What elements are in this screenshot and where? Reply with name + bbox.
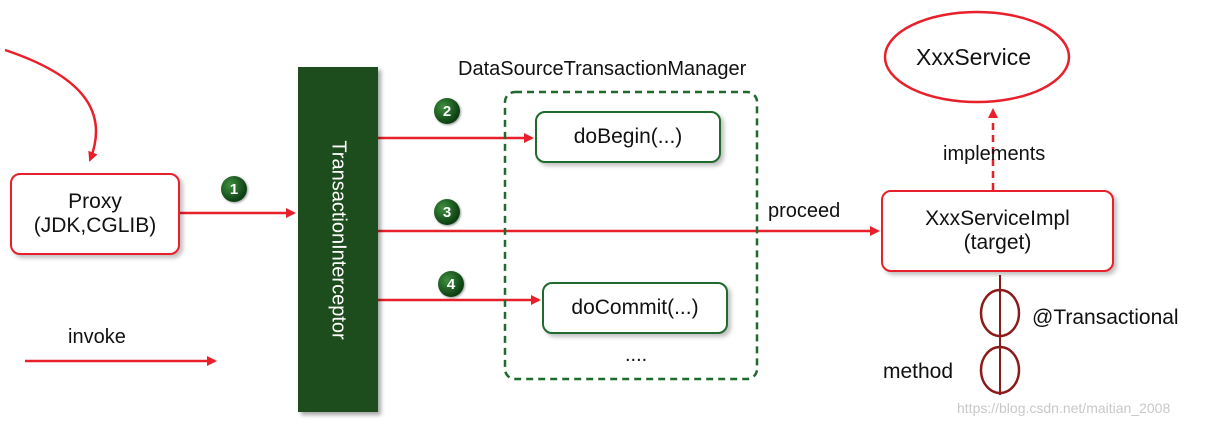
step-2-badge: 2: [434, 98, 460, 124]
service-impl-label: XxxServiceImpl: [925, 207, 1070, 230]
step-1-badge: 1: [221, 176, 247, 202]
transactional-label: @Transactional: [1032, 306, 1179, 329]
proxy-types-label: (JDK,CGLIB): [33, 214, 157, 237]
step-4-badge: 4: [438, 271, 464, 297]
transactional-joinpoint-icon: [979, 288, 1021, 338]
dobegin-label: doBegin(...): [573, 125, 683, 148]
target-label: (target): [963, 231, 1032, 254]
dobegin-box: doBegin(...): [535, 111, 721, 163]
step-3-badge: 3: [434, 199, 460, 225]
incoming-call-arrow: [4, 48, 98, 162]
watermark-text: https://blog.csdn.net/maitian_2008: [957, 400, 1171, 416]
service-impl-box: XxxServiceImpl (target): [881, 190, 1114, 272]
service-interface-label: XxxService: [916, 44, 1032, 70]
implements-label: implements: [943, 143, 1046, 165]
docommit-label: doCommit(...): [571, 296, 699, 319]
manager-title: DataSourceTransactionManager: [458, 58, 747, 80]
docommit-box: doCommit(...): [542, 282, 728, 334]
method-label: method: [883, 360, 954, 383]
more-methods-ellipsis: ....: [625, 344, 648, 366]
service-interface-ellipse: [883, 10, 1071, 104]
method-joinpoint-icon: [979, 345, 1021, 395]
invoke-legend-label: invoke: [68, 326, 126, 348]
proceed-label: proceed: [768, 200, 841, 222]
proxy-label: Proxy: [68, 190, 122, 213]
proxy-box: Proxy (JDK,CGLIB): [10, 173, 180, 255]
transaction-interceptor-bar: [298, 67, 378, 412]
transaction-interceptor-label: TransactionInterceptor: [327, 140, 350, 340]
